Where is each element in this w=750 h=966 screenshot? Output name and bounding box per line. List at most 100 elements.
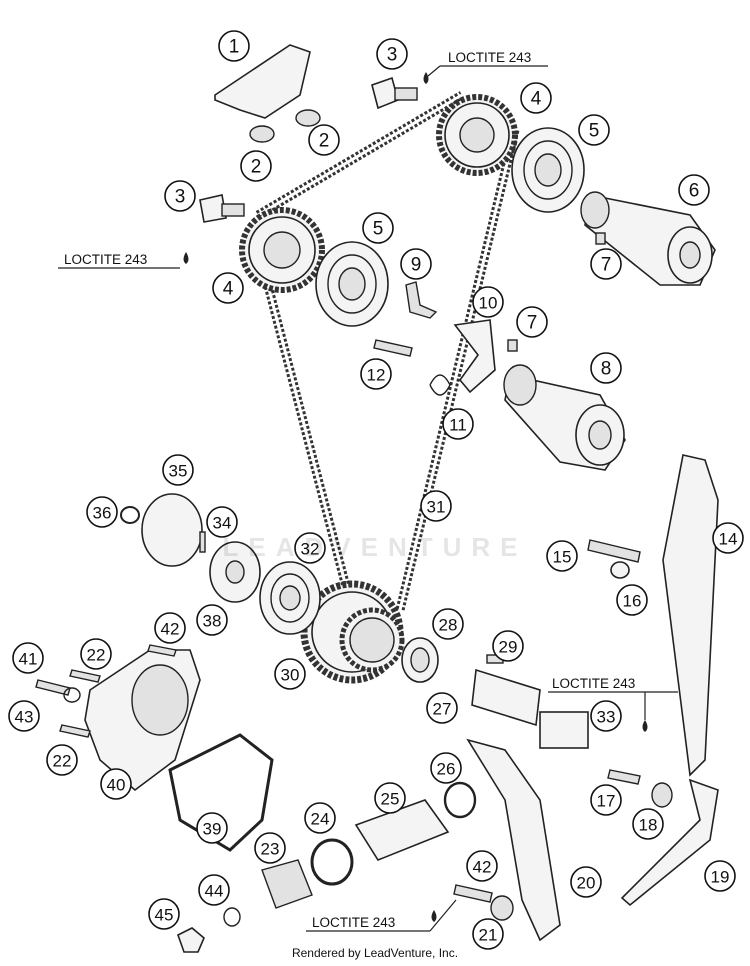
callout-number: 22: [53, 752, 72, 771]
callout-c27: 27: [426, 692, 458, 724]
bolt-12: [373, 339, 413, 357]
callout-c2b: 2: [308, 124, 340, 156]
callout-c40: 40: [100, 768, 132, 800]
water-pump-cover: [84, 649, 201, 792]
callout-c44: 44: [198, 874, 230, 906]
callout-circle: [420, 490, 452, 522]
oring-24: [310, 838, 354, 886]
watermark: LEADVENTURE: [222, 532, 528, 562]
bolt-17: [607, 769, 641, 785]
callout-circle: [80, 638, 112, 670]
callout-number: 17: [597, 792, 616, 811]
gasket-39: [168, 733, 274, 852]
callout-number: 30: [281, 666, 300, 685]
impeller-35: [141, 493, 203, 567]
callout-circle: [516, 306, 548, 338]
loctite-note-label: LOCTITE 243: [448, 50, 531, 65]
callout-number: 1: [229, 37, 240, 58]
callout-circle: [570, 866, 602, 898]
callout-c35: 35: [162, 454, 194, 486]
callout-c12: 12: [360, 358, 392, 390]
callout-circle: [294, 532, 326, 564]
callout-number: 19: [711, 868, 730, 887]
callout-number: 44: [205, 882, 224, 901]
callout-c22a: 22: [80, 638, 112, 670]
callout-number: 32: [301, 540, 320, 559]
callout-circle: [590, 784, 622, 816]
callout-number: 12: [367, 366, 386, 385]
callout-c43: 43: [8, 700, 40, 732]
loctite-drop-icon: [642, 720, 648, 732]
callout-number: 4: [223, 279, 234, 300]
callout-number: 16: [623, 592, 642, 611]
tensioner-plug-25: [354, 799, 450, 861]
camshaft-sprocket-left: [239, 207, 325, 293]
callout-number: 6: [689, 181, 700, 202]
callout-circle: [164, 180, 196, 212]
needle-bearing-33: [539, 711, 589, 749]
callout-c20: 20: [570, 866, 602, 898]
callout-circle: [678, 174, 710, 206]
bolt-22-top: [69, 669, 101, 683]
callout-c1: 1: [218, 30, 250, 62]
callout-c33: 33: [590, 700, 622, 732]
callout-number: 39: [203, 820, 222, 839]
callout-c22b: 22: [46, 744, 78, 776]
callout-c16: 16: [616, 584, 648, 616]
callout-c5a: 5: [578, 114, 610, 146]
callout-circle: [590, 352, 622, 384]
rubber-bushings: [249, 109, 321, 143]
callout-circle: [376, 38, 408, 70]
callout-circle: [546, 540, 578, 572]
pin-7-mid: [507, 339, 518, 352]
callout-number: 21: [479, 926, 498, 945]
callout-c4a: 4: [520, 82, 552, 114]
callout-c2a: 2: [240, 150, 272, 182]
callout-circle: [430, 752, 462, 784]
callout-number: 25: [381, 790, 400, 809]
bolt-left: [199, 194, 245, 223]
callout-number: 10: [479, 294, 498, 313]
callout-circle: [148, 898, 180, 930]
callout-c42b: 42: [466, 850, 498, 882]
callout-c19: 19: [704, 860, 736, 892]
washer-44: [223, 907, 241, 927]
callout-circle: [212, 272, 244, 304]
callout-number: 22: [87, 646, 106, 665]
callout-c30: 30: [274, 658, 306, 690]
loctite-drop-icon: [431, 910, 437, 922]
pin-34: [199, 531, 206, 553]
chain-guide-19: [620, 778, 719, 907]
pin-9: [405, 281, 438, 319]
camshaft-sprocket-top: [436, 94, 518, 176]
tensioner-27: [471, 668, 541, 727]
chain-guide-top: [214, 44, 311, 119]
callout-number: 34: [213, 514, 232, 533]
callout-number: 42: [161, 620, 180, 639]
callout-c36: 36: [86, 496, 118, 528]
bolt-15: [587, 539, 641, 563]
callout-circle: [162, 454, 194, 486]
callout-number: 33: [597, 708, 616, 727]
screw-plug-23: [261, 859, 313, 909]
callout-circle: [492, 630, 524, 662]
callout-circle: [274, 658, 306, 690]
callout-circle: [218, 30, 250, 62]
callout-c45: 45: [148, 898, 180, 930]
callout-c4b: 4: [212, 272, 244, 304]
timing-chain: [255, 91, 520, 612]
callout-circle: [704, 860, 736, 892]
callout-circle: [198, 874, 230, 906]
callout-c34: 34: [206, 506, 238, 538]
callout-number: 11: [449, 416, 467, 435]
decompressor-lever: [453, 319, 496, 394]
callout-circle: [46, 744, 78, 776]
callout-circle: [362, 212, 394, 244]
callout-number: 45: [155, 906, 174, 925]
callout-circle: [590, 700, 622, 732]
bolt-22-bottom: [59, 724, 91, 738]
callout-c15: 15: [546, 540, 578, 572]
callout-number: 24: [311, 810, 330, 829]
bushing-18: [651, 782, 673, 808]
